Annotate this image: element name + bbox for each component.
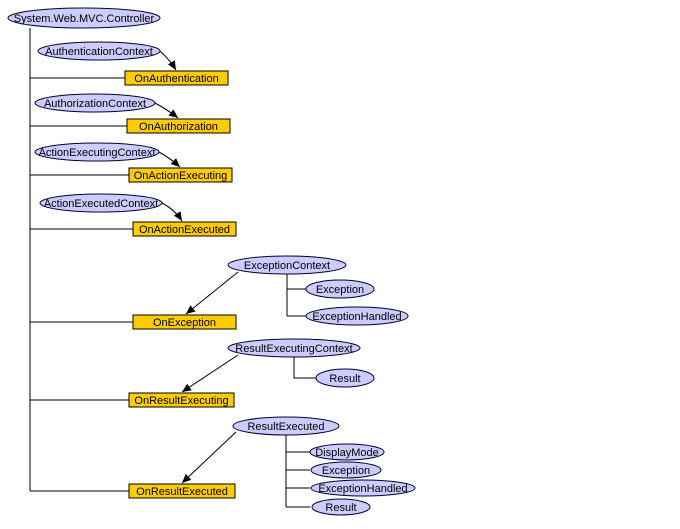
method-label: OnResultExecuting: [134, 395, 228, 407]
method-group-result-executing: ResultExecutingContext OnResultExecuting…: [30, 338, 375, 408]
property-lines: [286, 274, 306, 317]
property-ellipse: [315, 368, 375, 388]
method-label: OnException: [153, 317, 216, 329]
context-arrow: [158, 151, 181, 168]
method-group-action-executing: ActionExecutingContext OnActionExecuting: [30, 142, 233, 183]
context-arrow: [159, 50, 177, 71]
context-label: ResultExecutingContext: [235, 343, 352, 355]
property-label: Exception: [322, 465, 370, 477]
method-label: OnAuthentication: [134, 73, 218, 85]
property-ellipse: [311, 498, 371, 516]
context-arrow: [154, 102, 179, 119]
property-ellipse: [305, 279, 375, 299]
root-node: System.Web.MVC.Controller: [7, 7, 161, 29]
context-label: AuthenticationContext: [45, 46, 153, 58]
context-arrow: [181, 354, 239, 393]
property-label: Result: [325, 502, 356, 514]
method-group-authorization: AuthorizationContext OnAuthorization: [30, 93, 231, 134]
method-box: [124, 70, 229, 86]
method-label: OnAuthorization: [139, 121, 218, 133]
property-label: ExceptionHandled: [312, 311, 401, 323]
context-label: ActionExecutedContext: [44, 198, 158, 210]
method-label: OnResultExecuted: [136, 486, 228, 498]
method-label: OnActionExecuting: [134, 170, 228, 182]
property-lines: [285, 435, 310, 508]
property-ellipse: [310, 461, 382, 479]
method-group-exception: ExceptionContext OnException Exception E…: [30, 255, 409, 330]
root-ellipse: [7, 7, 161, 29]
context-label: ResultExecuted: [247, 421, 324, 433]
method-box: [132, 314, 237, 330]
property-label: ExceptionHandled: [318, 483, 407, 495]
property-lines: [293, 357, 316, 379]
context-arrow: [181, 431, 237, 484]
method-label: OnActionExecuted: [139, 224, 230, 236]
method-box: [128, 483, 236, 499]
method-box: [126, 118, 231, 134]
property-label: Result: [329, 373, 360, 385]
property-label: DisplayMode: [315, 447, 379, 459]
method-box: [128, 167, 233, 183]
property-ellipse: [310, 479, 416, 497]
method-box: [132, 221, 237, 237]
method-group-action-executed: ActionExecutedContext OnActionExecuted: [30, 193, 237, 237]
context-label: ExceptionContext: [244, 260, 330, 272]
method-group-authentication: AuthenticationContext OnAuthentication: [30, 41, 229, 86]
context-arrow: [185, 271, 239, 315]
method-group-result-executed: ResultExecuted OnResultExecuted DisplayM…: [30, 416, 416, 516]
property-label: Exception: [316, 284, 364, 296]
property-ellipse: [305, 306, 409, 326]
method-box: [128, 392, 235, 408]
context-label: ActionExecutingContext: [39, 147, 156, 159]
property-ellipse: [309, 443, 385, 461]
root-label: System.Web.MVC.Controller: [14, 13, 155, 25]
context-label: AuthorizationContext: [44, 98, 146, 110]
context-arrow: [161, 202, 183, 222]
